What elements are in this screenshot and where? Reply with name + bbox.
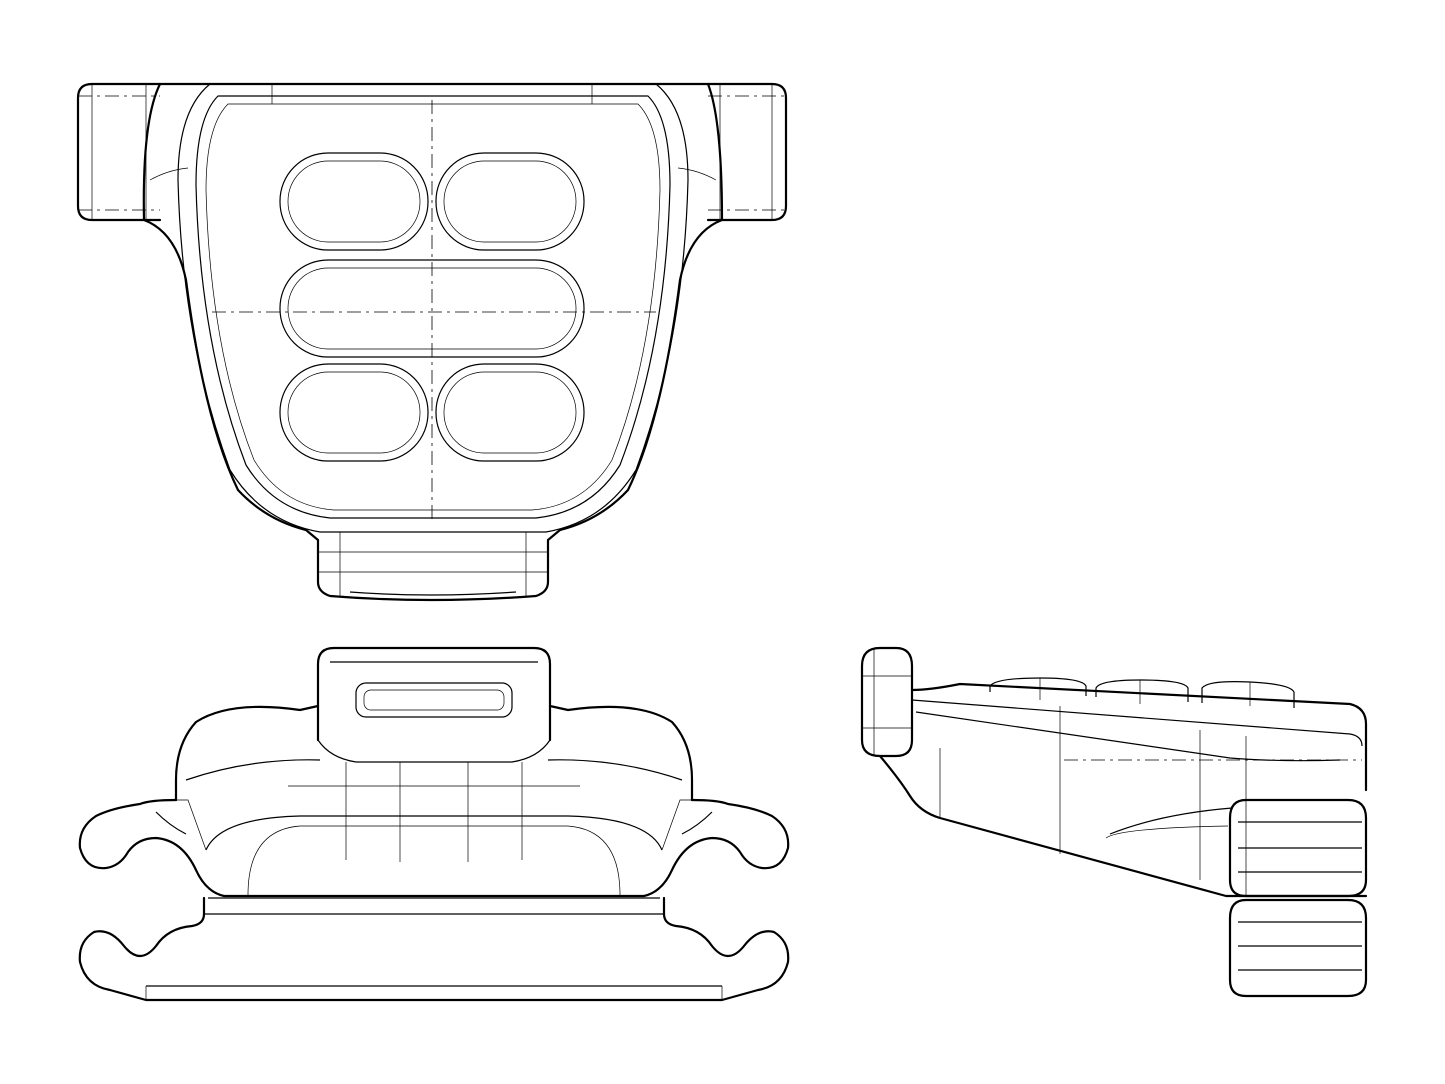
left-strap-tab — [76, 82, 162, 222]
front-view — [78, 646, 790, 1002]
front-base-plate — [78, 894, 790, 1002]
side-button-bump-1 — [989, 677, 1087, 700]
side-button-bump-3 — [1201, 681, 1295, 708]
main-body-outline — [142, 82, 724, 602]
top-view — [76, 82, 788, 602]
bottom-right-button-pad — [435, 363, 585, 462]
top-left-button-pad — [279, 152, 429, 251]
side-rear-strap-upper — [1228, 798, 1368, 898]
bottom-left-button-pad — [279, 363, 429, 462]
front-cap — [316, 646, 552, 742]
side-front-tab — [860, 646, 914, 758]
front-right-hook — [618, 798, 790, 898]
side-rear-strap-lower — [1228, 898, 1368, 998]
side-button-bump-2 — [1095, 679, 1189, 704]
front-left-hook — [78, 798, 250, 898]
top-right-button-pad — [435, 152, 585, 251]
front-body — [174, 704, 694, 896]
side-wedge-body — [878, 682, 1368, 898]
side-view — [860, 646, 1368, 998]
center-long-button-pad — [279, 259, 585, 358]
